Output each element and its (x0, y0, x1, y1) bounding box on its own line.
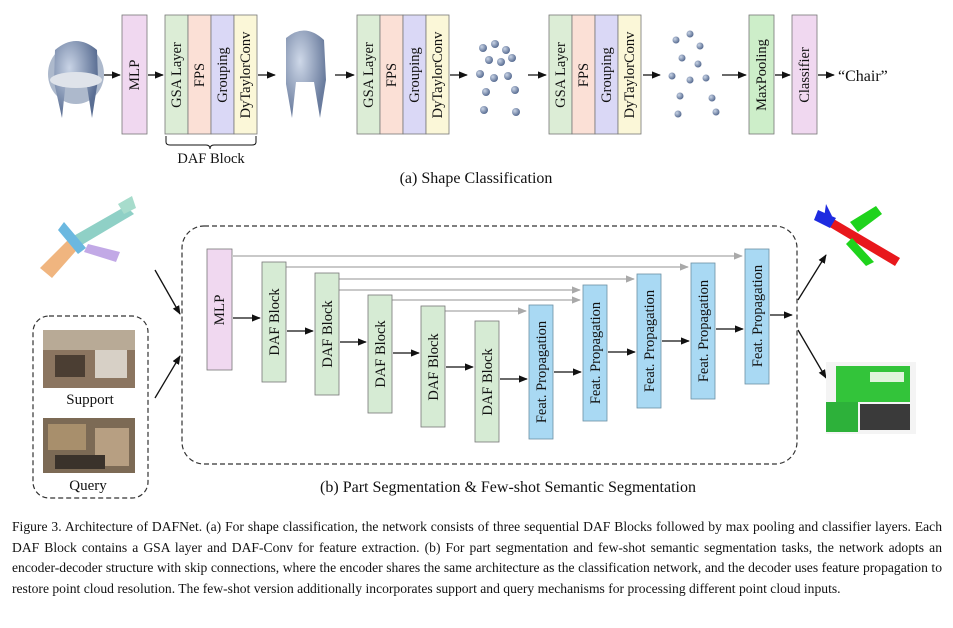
block3-fps-label: FPS (576, 63, 592, 87)
skip-connections (233, 252, 743, 315)
main-flow-arrows (233, 254, 827, 383)
block1-grouping-label: Grouping (215, 47, 231, 103)
chair-point-cloud-stage-3 (668, 30, 720, 118)
architecture-diagram: MLP GSA Layer FPS Grouping DyTaylorConv … (32, 14, 916, 499)
segmented-airplane-output (814, 204, 900, 266)
chair-point-cloud-input (48, 41, 104, 118)
chair-point-cloud-stage-2 (476, 40, 520, 116)
figure-label: Figure 3. (12, 519, 62, 534)
block2-gsa-label: GSA Layer (361, 42, 377, 108)
query-label: Query (69, 478, 107, 494)
decoder-block-1-label: Feat. Propagation (534, 320, 550, 423)
encoder-block-3-label: DAF Block (373, 320, 389, 388)
network-dashed-frame (181, 225, 798, 465)
decoder-block-4-label: Feat. Propagation (696, 279, 712, 382)
maxpooling-label: MaxPooling (754, 39, 770, 111)
airplane-input-point-cloud (40, 196, 136, 278)
block2-grouping-label: Grouping (407, 47, 423, 103)
encoder-block-2-label: DAF Block (320, 300, 336, 368)
decoder-block-2-label: Feat. Propagation (588, 301, 604, 404)
encoder-block-4-label: DAF Block (426, 333, 442, 401)
panel-a-mlp-label: MLP (127, 60, 143, 91)
support-room-image (43, 330, 135, 388)
daf-block-brace (165, 136, 257, 150)
panel-b-segmentation: Support Query MLP DAF Block DAF Block (32, 196, 916, 499)
block3-dytaylorconv-label: DyTaylorConv (622, 31, 638, 119)
classification-output: “Chair” (838, 68, 888, 85)
daf-block-3: GSA Layer FPS Grouping DyTaylorConv (548, 14, 642, 135)
figure-caption: Figure 3. Architecture of DAFNet. (a) Fo… (12, 517, 942, 599)
chair-point-cloud-stage-1 (286, 30, 326, 118)
encoder-block-5-label: DAF Block (480, 348, 496, 416)
support-label: Support (66, 392, 114, 408)
dashed-input-box (32, 315, 149, 499)
block1-gsa-label: GSA Layer (169, 42, 185, 108)
block2-fps-label: FPS (384, 63, 400, 87)
decoder-block-3-label: Feat. Propagation (642, 289, 658, 392)
daf-block-2: GSA Layer FPS Grouping DyTaylorConv (356, 14, 450, 135)
panel-b-mlp-label: MLP (212, 295, 228, 326)
panel-a-caption: (a) Shape Classification (400, 170, 553, 187)
segmented-scene-output (826, 362, 916, 434)
query-room-image (43, 418, 135, 473)
block2-dytaylorconv-label: DyTaylorConv (430, 31, 446, 119)
encoder-block-1-label: DAF Block (267, 288, 283, 356)
block3-gsa-label: GSA Layer (553, 42, 569, 108)
classifier-label: Classifier (797, 47, 813, 103)
decoder-block-5-label: Feat. Propagation (750, 264, 766, 367)
daf-block-1: GSA Layer FPS Grouping DyTaylorConv (164, 14, 258, 135)
panel-a-shape-classification: MLP GSA Layer FPS Grouping DyTaylorConv … (48, 14, 888, 187)
block1-dytaylorconv-label: DyTaylorConv (238, 31, 254, 119)
daf-block-brace-label: DAF Block (177, 151, 245, 167)
panel-b-caption: (b) Part Segmentation & Few-shot Semanti… (320, 479, 696, 496)
block1-fps-label: FPS (192, 63, 208, 87)
figure-caption-text: Architecture of DAFNet. (a) For shape cl… (12, 519, 942, 596)
block3-grouping-label: Grouping (599, 47, 615, 103)
